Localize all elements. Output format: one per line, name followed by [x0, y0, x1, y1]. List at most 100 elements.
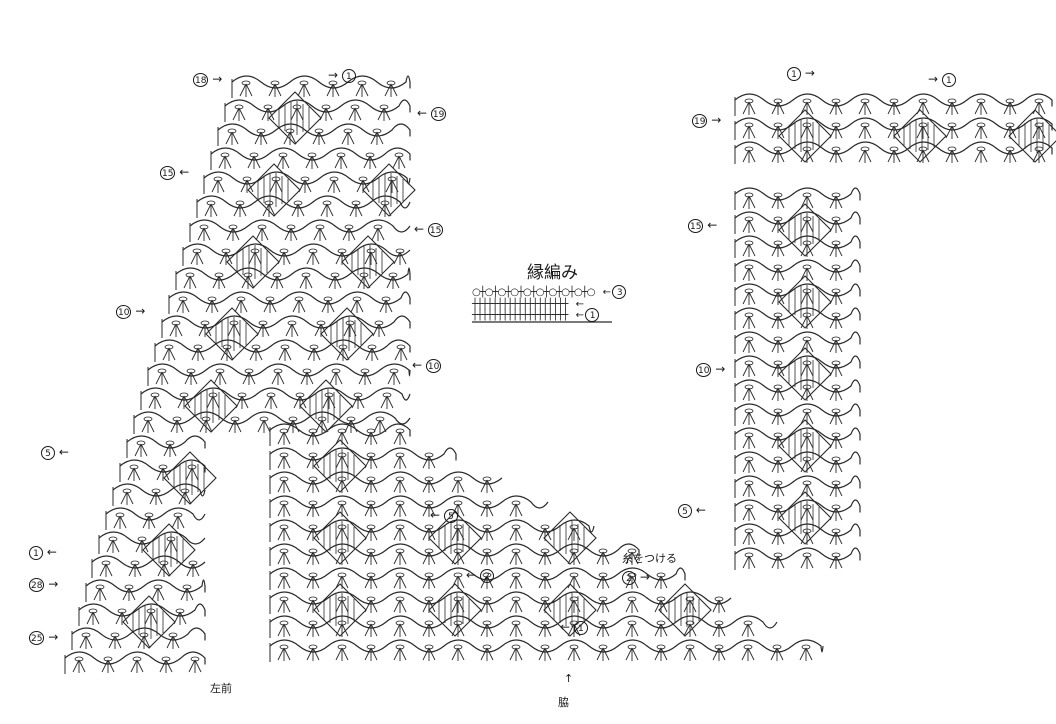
chain-stitch — [918, 98, 928, 104]
chain-stitch — [258, 320, 268, 326]
stitch-fan — [770, 647, 784, 661]
row-marker-back-10: ← 10 — [412, 358, 442, 373]
diamond-motif — [122, 595, 176, 649]
chain-stitch — [860, 98, 870, 104]
stitch-fan — [277, 479, 291, 493]
chain-stitch — [773, 98, 783, 104]
chain-stitch — [482, 596, 492, 602]
stitch-fan — [480, 623, 494, 637]
stitch-fan — [393, 575, 407, 589]
chain-stitch — [453, 572, 463, 578]
stitch-fan — [451, 551, 465, 565]
chain-stitch — [180, 488, 190, 494]
chain-stitch — [314, 128, 324, 134]
chain-stitch — [831, 98, 841, 104]
stitch-fan — [254, 131, 268, 145]
chain-stitch — [178, 296, 188, 302]
chain-stitch — [889, 146, 899, 152]
stitch-fan — [800, 315, 814, 329]
chain-stitch — [186, 368, 196, 374]
chain-stitch — [424, 596, 434, 602]
chain-stitch — [424, 548, 434, 554]
chain-stitch — [230, 416, 240, 422]
stitch-fan — [451, 527, 465, 541]
chain-stitch — [315, 224, 325, 230]
stitch-fan — [742, 555, 756, 569]
stitch-fan — [364, 599, 378, 613]
left-front-panel — [64, 75, 416, 674]
chain-stitch — [241, 80, 251, 86]
chain-stitch — [540, 596, 550, 602]
row-number: 5 — [443, 509, 458, 523]
stitch-fan — [134, 443, 148, 457]
chain-stitch — [295, 392, 305, 398]
stitch-fan — [377, 107, 391, 121]
row-marker-left-10: 10 → — [116, 304, 145, 319]
diamond-motif — [299, 379, 353, 433]
chain-stitch — [773, 384, 783, 390]
stitch-fan — [422, 623, 436, 637]
stitch-fan — [199, 419, 213, 433]
chain-stitch — [395, 548, 405, 554]
stitch-fan — [213, 371, 227, 385]
stitch-fan — [278, 347, 292, 361]
stitch-fan — [625, 551, 639, 565]
chain-stitch — [279, 572, 289, 578]
stitch-fan — [355, 83, 369, 97]
diamond-motif — [778, 109, 832, 163]
stitch-fan — [509, 647, 523, 661]
chain-stitch — [124, 584, 134, 590]
chain-stitch — [714, 620, 724, 626]
chain-wave-row — [734, 451, 861, 465]
stitch-fan — [292, 299, 306, 313]
chain-stitch — [213, 176, 223, 182]
chain-stitch — [74, 656, 84, 662]
chain-stitch — [235, 200, 245, 206]
stitch-fan — [742, 531, 756, 545]
chain-stitch — [947, 146, 957, 152]
chain-stitch — [95, 584, 105, 590]
stitch-fan — [625, 599, 639, 613]
chain-stitch — [598, 596, 608, 602]
stitch-fan — [99, 563, 113, 577]
stitch-fan — [137, 635, 151, 649]
stitch-fan — [1003, 149, 1017, 163]
chain-wave-row — [734, 403, 861, 417]
chain-stitch — [366, 644, 376, 650]
diamond-motif — [341, 235, 395, 289]
chain-stitch — [256, 128, 266, 134]
stitch-fan — [945, 125, 959, 139]
row-number: 5 — [678, 504, 692, 518]
chain-wave-row — [734, 93, 1053, 107]
chain-wave-row — [734, 187, 861, 201]
diamond-motif — [313, 511, 367, 565]
chain-stitch — [337, 428, 347, 434]
left-front-label: 左前 — [210, 682, 232, 695]
stitch-fan — [335, 623, 349, 637]
stitch-fan — [392, 155, 406, 169]
stitch-fan — [422, 575, 436, 589]
stitch-fan — [320, 203, 334, 217]
chain-stitch — [424, 620, 434, 626]
chain-stitch — [179, 392, 189, 398]
stitch-fan — [799, 647, 813, 661]
stitch-fan — [364, 551, 378, 565]
stitch-fan — [142, 515, 156, 529]
stitch-fan — [364, 431, 378, 445]
stitch-fan — [171, 515, 185, 529]
chain-stitch — [321, 104, 331, 110]
chain-stitch — [627, 644, 637, 650]
stitch-fan — [306, 647, 320, 661]
row-marker-back-2: ← 2 — [466, 568, 494, 583]
edging-title: 縁編み — [527, 263, 578, 283]
row-arrow: ← — [560, 620, 571, 634]
chain-stitch — [598, 620, 608, 626]
chain-stitch — [744, 216, 754, 222]
row-number: 1 — [787, 67, 801, 81]
stitch-fan — [393, 647, 407, 661]
chain-stitch — [394, 152, 404, 158]
stitch-fan — [321, 299, 335, 313]
chain-wave-row — [224, 99, 411, 113]
